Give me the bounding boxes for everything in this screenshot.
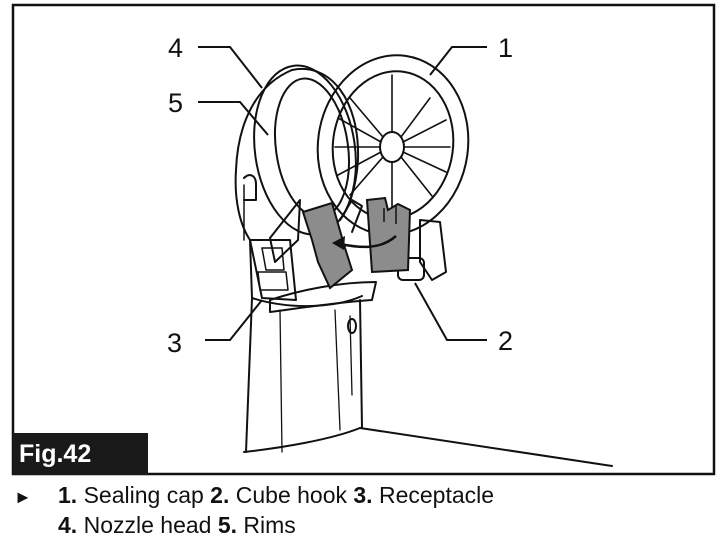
- callout-3: 3: [167, 328, 182, 358]
- figure-label: Fig.42: [13, 433, 148, 475]
- figure-frame: [11, 3, 716, 476]
- sealing-pad-right: [365, 196, 412, 274]
- caption-num-3: 3.: [353, 482, 373, 508]
- callout-leaders: [198, 46, 487, 341]
- bullet-arrow-icon: ►: [14, 487, 32, 507]
- caption-num-4: 4.: [58, 512, 78, 538]
- caption-num-1: 1.: [58, 482, 78, 508]
- caption-num-2: 2.: [210, 482, 230, 508]
- caption-text-5: Rims: [243, 512, 296, 538]
- device-drawing: [234, 54, 613, 467]
- movement-arrow: [339, 235, 397, 249]
- caption-text-4: Nozzle head: [83, 512, 212, 538]
- sealing-pad-left: [301, 201, 354, 290]
- caption-num-5: 5.: [217, 512, 238, 538]
- callout-1: 1: [498, 33, 513, 63]
- callout-4: 4: [168, 33, 183, 63]
- caption-text-2: Cube hook: [235, 482, 347, 508]
- caption-line-1: ► 1. Sealing cap 2. Cube hook 3. Receptac…: [14, 480, 494, 512]
- caption-text-3: Receptacle: [378, 482, 495, 508]
- callout-5: 5: [168, 88, 183, 118]
- caption-line-2: 4. Nozzle head 5. Rims: [58, 510, 296, 540]
- callout-2: 2: [498, 326, 513, 356]
- caption-text-1: Sealing cap: [83, 482, 204, 508]
